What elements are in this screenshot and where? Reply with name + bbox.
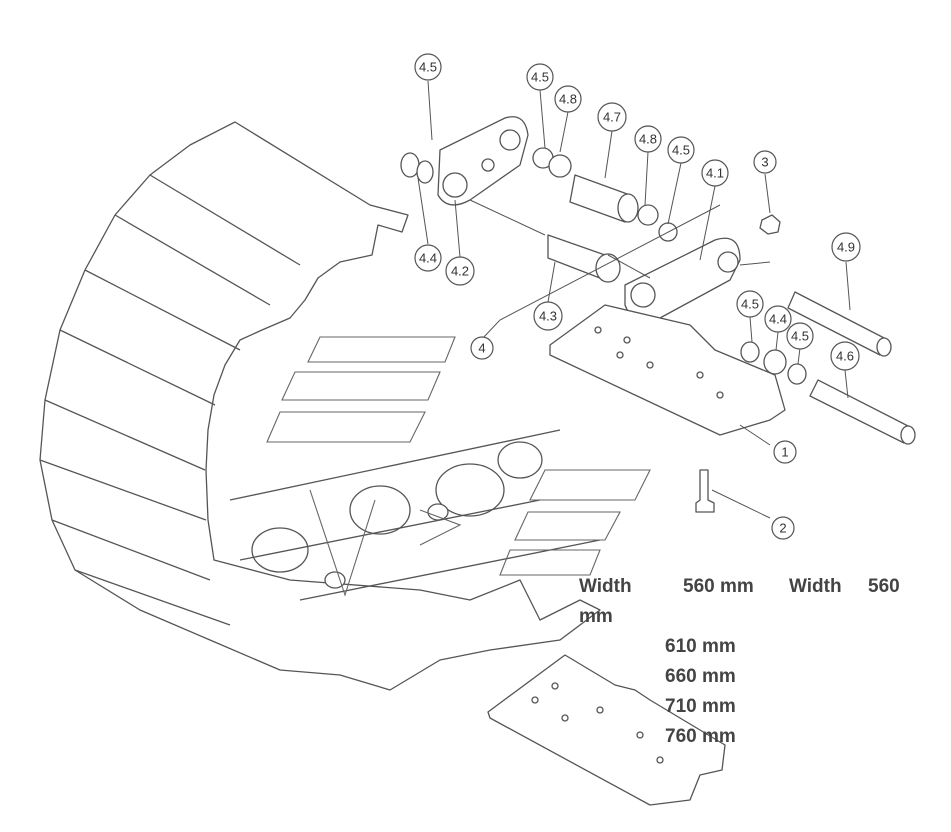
width-option: 660 mm — [665, 666, 736, 687]
callout-circle — [634, 125, 662, 153]
width-unit-wrap: mm — [579, 606, 613, 627]
callout-circle — [470, 336, 494, 360]
callout-label: 4 — [478, 341, 485, 356]
width-value-a: 560 mm — [683, 576, 754, 597]
callout-label: 1 — [781, 445, 788, 460]
track-shoe-option — [487, 654, 726, 806]
callout-label: 4.7 — [603, 110, 621, 125]
pin-4-6 — [809, 379, 913, 444]
callout-circle — [445, 256, 475, 286]
callout-label: 4.3 — [539, 309, 557, 324]
callout-label: 4.5 — [741, 297, 759, 312]
callout-circle — [701, 159, 729, 187]
width-option: 760 mm — [665, 726, 736, 747]
callout-label: 2 — [779, 521, 786, 536]
callout-circle — [786, 322, 814, 350]
track-shoe-1 — [549, 304, 786, 436]
width-option: 710 mm — [665, 696, 736, 717]
callout-circle — [667, 136, 695, 164]
track-chain-body — [39, 121, 601, 691]
callout-label: 4.6 — [836, 349, 854, 364]
callout-circle — [526, 63, 554, 91]
callout-label: 4.5 — [791, 329, 809, 344]
callout-circle — [533, 301, 563, 331]
callout-label: 3 — [761, 155, 768, 170]
callout-circle — [831, 232, 861, 262]
width-label-b: Width — [789, 576, 842, 597]
callout-circle — [736, 290, 764, 318]
callout-label: 4.8 — [639, 132, 657, 147]
callout-circle — [554, 85, 582, 113]
callout-label: 4.5 — [531, 70, 549, 85]
callout-circle — [830, 341, 860, 371]
nut-3 — [759, 214, 781, 235]
callout-label: 4.2 — [451, 264, 469, 279]
watermark — [266, 336, 651, 597]
width-option: 610 mm — [665, 636, 736, 657]
leader-lines — [417, 80, 851, 519]
callout-circle — [753, 150, 777, 174]
callout-label: 4.5 — [672, 143, 690, 158]
callout-label: 4.5 — [419, 60, 437, 75]
callout-label: 4.9 — [837, 240, 855, 255]
callout-label: 4.4 — [769, 312, 787, 327]
callout-circle — [414, 53, 442, 81]
callout-label: 4.1 — [706, 166, 724, 181]
bolt-2 — [695, 469, 715, 513]
callout-circle — [597, 102, 627, 132]
callout-circle — [764, 305, 792, 333]
width-value-b: 560 — [868, 576, 900, 597]
callout-label: 4.8 — [559, 92, 577, 107]
callout-circle — [414, 244, 442, 272]
callout-circle — [773, 440, 797, 464]
callout-circle — [771, 516, 795, 540]
callout-label: 4.4 — [419, 251, 437, 266]
width-label-a: Width — [579, 576, 632, 597]
